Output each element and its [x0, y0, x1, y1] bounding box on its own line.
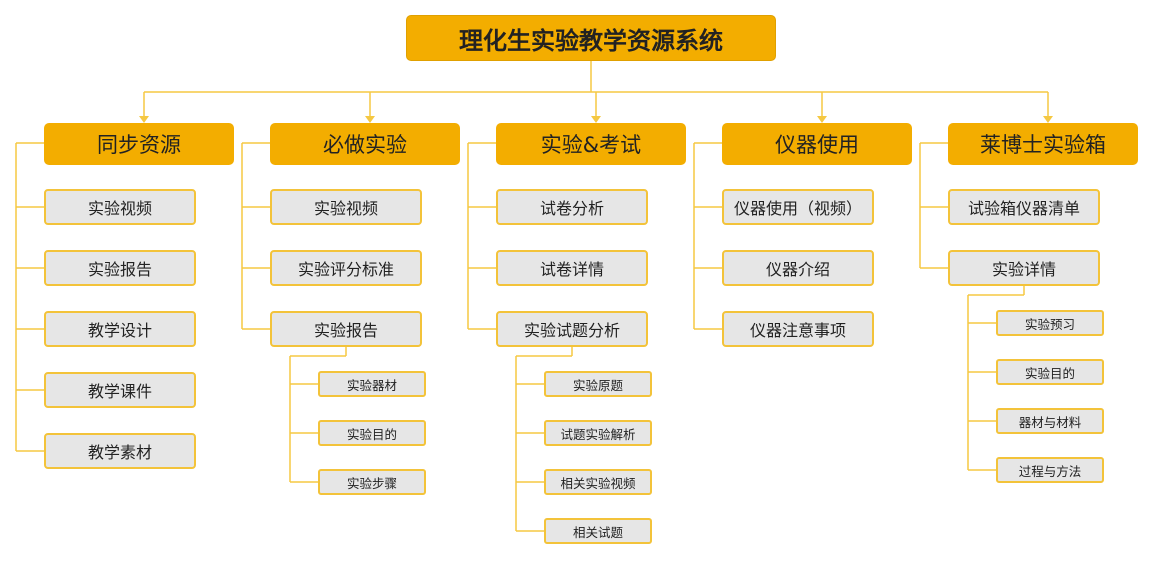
- resource-item: 教学素材: [44, 433, 196, 469]
- arrow-head-icon: [365, 116, 375, 123]
- resource-item: 实验报告: [44, 250, 196, 286]
- sub-item: 实验步骤: [318, 469, 426, 495]
- category-header: 同步资源: [44, 123, 234, 165]
- resource-item: 实验视频: [44, 189, 196, 225]
- resource-item: 仪器注意事项: [722, 311, 874, 347]
- sub-item: 相关试题: [544, 518, 652, 544]
- resource-item: 实验报告: [270, 311, 422, 347]
- category-header: 莱博士实验箱: [948, 123, 1138, 165]
- resource-item: 试卷详情: [496, 250, 648, 286]
- resource-item: 教学课件: [44, 372, 196, 408]
- resource-item: 实验视频: [270, 189, 422, 225]
- sub-item: 器材与材料: [996, 408, 1104, 434]
- sub-item: 相关实验视频: [544, 469, 652, 495]
- resource-item: 实验评分标准: [270, 250, 422, 286]
- sub-item: 实验原题: [544, 371, 652, 397]
- arrow-head-icon: [1043, 116, 1053, 123]
- sub-item: 实验预习: [996, 310, 1104, 336]
- resource-item: 仪器使用（视频）: [722, 189, 874, 225]
- sub-item: 实验目的: [318, 420, 426, 446]
- arrow-head-icon: [817, 116, 827, 123]
- category-header: 仪器使用: [722, 123, 912, 165]
- arrow-head-icon: [139, 116, 149, 123]
- resource-item: 试卷分析: [496, 189, 648, 225]
- category-header: 实验&考试: [496, 123, 686, 165]
- category-header: 必做实验: [270, 123, 460, 165]
- resource-item: 实验详情: [948, 250, 1100, 286]
- resource-item: 实验试题分析: [496, 311, 648, 347]
- root-node-title: 理化生实验教学资源系统: [406, 15, 776, 61]
- sub-item: 实验器材: [318, 371, 426, 397]
- sub-item: 过程与方法: [996, 457, 1104, 483]
- resource-item: 教学设计: [44, 311, 196, 347]
- sub-item: 实验目的: [996, 359, 1104, 385]
- resource-item: 仪器介绍: [722, 250, 874, 286]
- sub-item: 试题实验解析: [544, 420, 652, 446]
- resource-item: 试验箱仪器清单: [948, 189, 1100, 225]
- arrow-head-icon: [591, 116, 601, 123]
